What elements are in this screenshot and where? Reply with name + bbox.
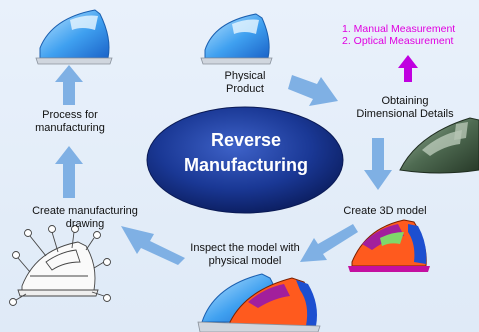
center-title: Reverse Manufacturing <box>158 128 334 178</box>
label-inspect-model: Inspect the model with physical model <box>190 242 300 267</box>
label-obtaining-details: Obtaining Dimensional Details <box>356 95 454 120</box>
center-title-line1: Reverse <box>210 130 282 150</box>
arrow-3d-to-inspect <box>300 224 358 262</box>
iron-top-left-image <box>35 9 113 65</box>
iron-3d-model-image <box>348 219 430 272</box>
iron-scanned-image <box>399 117 479 174</box>
arrow-process-to-top <box>55 65 83 105</box>
arrow-drawing-to-process <box>55 146 83 198</box>
label-physical-product: Physical Product <box>224 70 266 95</box>
label-create-drawing: Create manufacturing drawing <box>32 205 138 230</box>
method-optical: 2. Optical Measurement <box>342 35 454 47</box>
arrow-obtaining-to-3d <box>364 138 392 190</box>
method-manual: 1. Manual Measurement <box>342 23 456 35</box>
label-create-3d-model: Create 3D model <box>343 205 427 217</box>
iron-physical-product-image <box>200 13 273 65</box>
arrow-inspect-to-drawing <box>121 226 185 265</box>
label-process-manufacturing: Process for manufacturing <box>35 109 105 134</box>
arrow-to-methods <box>398 55 418 82</box>
center-title-line2: Manufacturing <box>184 155 308 175</box>
iron-drawing-image <box>9 225 111 306</box>
measurement-methods: 1. Manual Measurement 2. Optical Measure… <box>342 23 479 47</box>
arrow-product-to-obtaining <box>288 75 338 106</box>
iron-inspect-image <box>197 273 321 332</box>
center-ellipse <box>146 106 344 214</box>
